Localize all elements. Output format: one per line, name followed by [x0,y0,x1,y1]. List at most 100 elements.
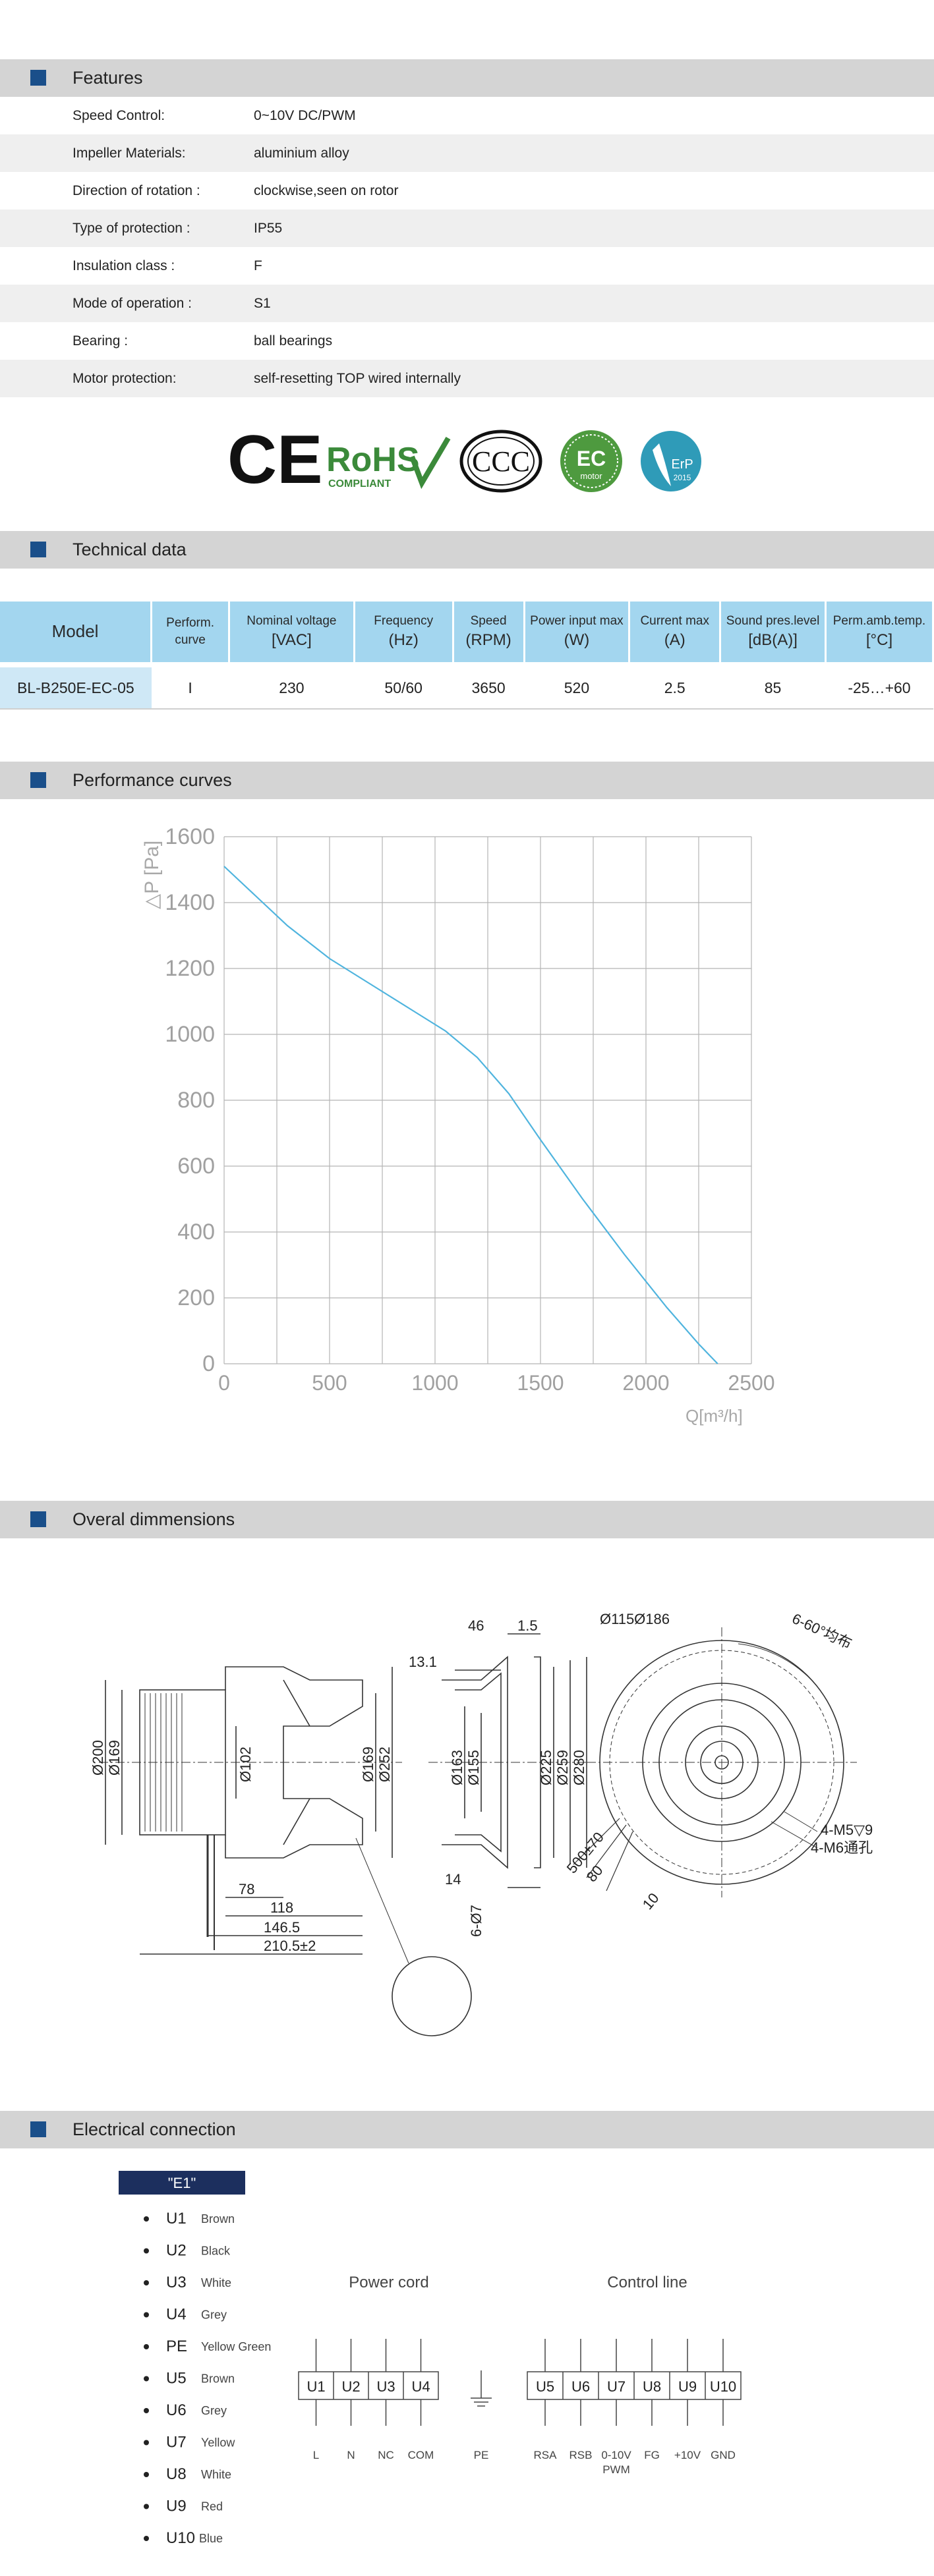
header-power: Power input max(W) [524,602,631,665]
wire-color: White [201,2468,231,2481]
bullet-icon [144,2312,149,2318]
feature-row: Direction of rotation :clockwise,seen on… [0,172,934,210]
dimension-drawing: Ø200 Ø169 Ø102 Ø169 Ø252 78 118 146.5 21… [90,1610,873,2036]
feature-row: Motor protection:self-resetting TOP wire… [0,360,934,397]
terminal-function-label: FG [644,2449,660,2461]
feature-label: Speed Control: [73,108,165,123]
dim-10: 10 [639,1890,662,1913]
header-frequency: Frequency(Hz) [354,602,454,665]
terminal-function-label: COM [408,2449,434,2461]
terminal-function-label: N [347,2449,355,2461]
rohs-check-icon [409,436,451,490]
dim-d259: Ø259 [554,1750,571,1785]
bullet-icon [144,2248,149,2254]
dim-1-5: 1.5 [517,1617,538,1634]
dim-14: 14 [445,1871,461,1888]
cell-frequency: 50/60 [354,662,453,710]
wire-code: U1 [166,2210,187,2227]
ccc-text: CCC [472,445,530,478]
table-row: BL-B250E-EC-05 I 230 50/60 3650 520 2.5 … [0,662,933,710]
e1-badge-text: "E1" [168,2175,196,2191]
wire-code: U6 [166,2401,187,2419]
wire-code: U3 [166,2274,187,2291]
performance-curve-line [223,866,718,1364]
terminal-function-label: L [313,2449,319,2461]
control-line-title: Control line [607,2274,687,2291]
wire-color: Brown [201,2372,235,2386]
feature-label: Insulation class : [73,258,175,273]
section-marker [30,772,46,788]
dim-d102: Ø102 [237,1747,254,1782]
dim-6-d7: 6-Ø7 [468,1905,484,1937]
wire-color: Brown [201,2212,235,2226]
bullet-icon [144,2216,149,2222]
terminal-code: U10 [710,2378,736,2395]
feature-value: F [254,258,262,273]
dim-d169a: Ø169 [106,1740,123,1776]
dim-d225: Ø225 [538,1750,554,1785]
header-speed: Speed(RPM) [453,602,525,665]
dim-78: 78 [239,1881,254,1897]
erp-text: ErP [671,457,693,472]
header-model: Model [0,602,153,665]
wire-code: U7 [166,2434,187,2451]
section-bar-performance: Performance curves [0,762,934,799]
chart-y-axis-label: △P [Pa] [141,841,163,909]
feature-label: Direction of rotation : [73,183,200,198]
header-voltage: Nominal voltage[VAC] [229,602,355,665]
cell-sound: 85 [720,662,826,710]
y-tick-label: 800 [177,1088,215,1113]
terminal-code: U1 [306,2378,325,2395]
dim-d163: Ø163 [449,1750,465,1785]
e1-badge [119,2171,245,2195]
y-tick-label: 1600 [165,824,215,849]
bullet-icon [144,2280,149,2285]
terminal-u7: U70-10V [598,2339,631,2461]
chart-x-axis-label: Q[m³/h] [686,1406,743,1426]
terminal-code: U6 [571,2378,590,2395]
pe-terminal-label: PE [474,2449,489,2461]
y-tick-label: 1200 [165,956,215,981]
x-tick-label: 2500 [728,1371,774,1395]
y-tick-label: 400 [177,1219,215,1245]
y-tick-label: 1400 [165,890,215,915]
section-bar-dimensions: Overal dimmensions [0,1501,934,1538]
cell-speed: 3650 [453,662,525,710]
dim-118: 118 [270,1899,293,1916]
dim-d200: Ø200 [90,1740,106,1776]
feature-row: Bearing :ball bearings [0,322,934,360]
terminal-code: U4 [411,2378,430,2395]
dim-d169b: Ø169 [360,1747,376,1782]
terminal-code: U8 [643,2378,661,2395]
section-marker [30,542,46,557]
section-title-features: Features [73,68,143,88]
bullet-icon [144,2536,149,2541]
wire-code: U10 [166,2529,195,2547]
terminal-function-label: GND [711,2449,736,2461]
wire-code: U8 [166,2465,187,2483]
ec-sub-text: motor [580,471,602,481]
wire-color: Black [201,2245,231,2258]
feature-value: IP55 [254,221,283,236]
feature-value: 0~10V DC/PWM [254,108,356,123]
ec-text: EC [577,447,606,470]
section-marker [30,1511,46,1527]
dim-13-1: 13.1 [409,1654,437,1670]
wire-color: White [201,2276,231,2289]
feature-label: Motor protection: [73,371,177,386]
feature-row: Mode of operation :S1 [0,285,934,322]
dim-6-60-equal: 6-60°均布 [790,1610,854,1652]
ccc-mark-icon: CCC [459,430,542,493]
section-marker [30,2121,46,2137]
